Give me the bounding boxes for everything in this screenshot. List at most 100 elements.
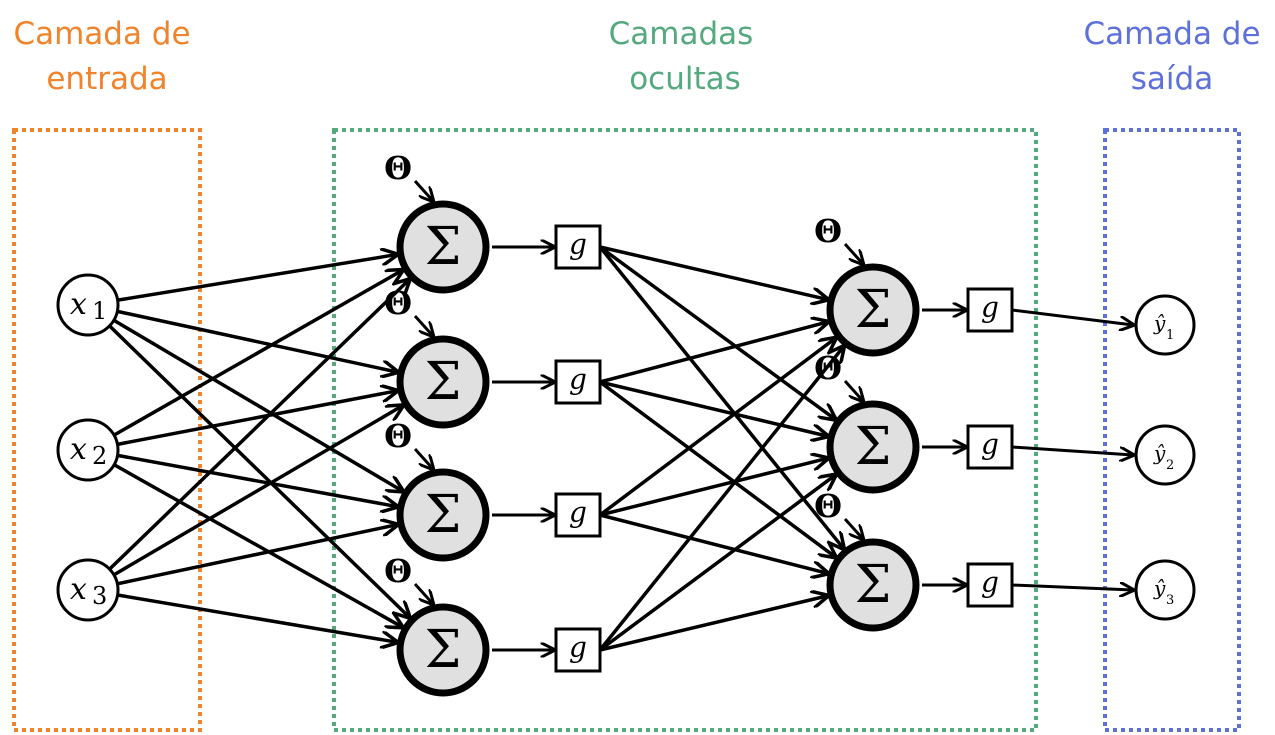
output-subscript: 1 xyxy=(1166,328,1174,343)
output-node-circle xyxy=(1134,559,1196,621)
bias-arrow xyxy=(413,582,433,604)
edge-hidden2-to-output xyxy=(1011,585,1133,590)
activation-box-rect xyxy=(554,627,602,673)
input-subscript: 3 xyxy=(92,582,107,610)
output-node: ŷ3 xyxy=(1134,559,1196,621)
bias-theta-label: Θ xyxy=(384,149,412,187)
edge-input-to-hidden1 xyxy=(112,406,403,577)
edge-input-to-hidden1 xyxy=(108,280,410,571)
bias-arrow xyxy=(413,447,433,469)
sum-neuron: ΘΣ xyxy=(384,149,490,294)
sum-node-circle xyxy=(396,468,490,562)
sigma-symbol: Σ xyxy=(855,417,892,477)
bias-theta-label: Θ xyxy=(814,349,842,387)
sum-node-circle xyxy=(826,400,920,494)
activation-g-label: g xyxy=(981,291,999,324)
edge-hidden1-to-hidden2 xyxy=(599,380,827,436)
activation-box: g xyxy=(966,424,1014,470)
edge-hidden2-to-output xyxy=(1011,445,1133,455)
edge-hidden1-to-hidden2 xyxy=(598,338,835,517)
activation-g-label: g xyxy=(569,228,587,261)
activation-box-rect xyxy=(554,359,602,405)
output-subscript: 2 xyxy=(1166,458,1174,473)
edge-input-to-hidden1 xyxy=(108,324,410,617)
connections xyxy=(108,245,1133,652)
input-subscript: 2 xyxy=(92,442,107,470)
edge-input-to-hidden1 xyxy=(116,525,397,586)
sigma-symbol: Σ xyxy=(425,485,462,545)
bias-theta-label: Θ xyxy=(384,284,412,322)
activation-box-rect xyxy=(966,562,1014,608)
output-variable: ŷ xyxy=(1153,576,1166,600)
input-variable: x xyxy=(70,287,87,322)
sum-neuron: ΘΣ xyxy=(384,284,490,429)
output-variable: ŷ xyxy=(1153,441,1166,465)
bias-theta-label: Θ xyxy=(814,487,842,525)
output-node-circle xyxy=(1134,294,1196,356)
sum-neuron: ΘΣ xyxy=(814,349,920,494)
sum-node-circle xyxy=(396,603,490,697)
activation-box: g xyxy=(966,562,1014,608)
activation-box: g xyxy=(554,224,602,270)
edge-hidden1-to-hidden2 xyxy=(599,322,828,384)
edge-input-to-hidden1 xyxy=(117,593,397,642)
activation-g-label: g xyxy=(981,566,999,599)
activation-box-rect xyxy=(966,287,1014,333)
edge-input-to-hidden1 xyxy=(113,270,402,437)
edge-input-to-hidden1 xyxy=(112,318,403,491)
bias-arrow xyxy=(413,314,433,336)
output-node: ŷ2 xyxy=(1134,424,1196,486)
activation-box: g xyxy=(966,287,1014,333)
output-layer-title-line1: Camada de xyxy=(1083,16,1260,52)
activation-box-rect xyxy=(554,224,602,270)
input-node-circle xyxy=(56,273,120,337)
bias-arrow xyxy=(843,517,863,539)
sum-neuron: ΘΣ xyxy=(384,417,490,562)
edge-hidden1-to-hidden2 xyxy=(599,458,827,517)
sigma-symbol: Σ xyxy=(425,620,462,680)
output-layer-box xyxy=(1103,128,1241,732)
sigma-symbol: Σ xyxy=(855,555,892,615)
output-layer-title-line2: saída xyxy=(1131,61,1213,97)
hidden-layers-title-line2: ocultas xyxy=(629,61,741,97)
bias-arrow xyxy=(413,179,433,201)
edge-hidden1-to-hidden2 xyxy=(598,380,835,557)
sum-node-circle xyxy=(826,263,920,357)
bias-arrow xyxy=(843,242,863,264)
sum-neuron: ΘΣ xyxy=(814,212,920,357)
input-layer-title-line1: Camada de xyxy=(13,16,190,52)
activation-g-label: g xyxy=(569,631,587,664)
output-node-circle xyxy=(1134,424,1196,486)
output-node: ŷ1 xyxy=(1134,294,1196,356)
input-subscript: 1 xyxy=(92,297,107,325)
activation-g-label: g xyxy=(569,496,587,529)
edge-hidden1-to-hidden2 xyxy=(599,245,827,299)
edge-input-to-hidden1 xyxy=(117,391,396,447)
output-variable: ŷ xyxy=(1153,311,1166,335)
bias-theta-label: Θ xyxy=(384,417,412,455)
activation-box: g xyxy=(554,627,602,673)
edge-hidden1-to-hidden2 xyxy=(598,475,835,652)
input-node-circle xyxy=(56,418,120,482)
activation-box-rect xyxy=(554,492,602,538)
output-subscript: 3 xyxy=(1166,593,1174,608)
activation-box: g xyxy=(554,359,602,405)
edge-input-to-hidden1 xyxy=(116,309,397,372)
bias-theta-label: Θ xyxy=(384,552,412,590)
activation-g-label: g xyxy=(569,363,587,396)
sum-node-circle xyxy=(396,335,490,429)
sum-neuron: ΘΣ xyxy=(384,552,490,697)
activation-box-rect xyxy=(966,424,1014,470)
edge-hidden1-to-hidden2 xyxy=(598,245,835,419)
edge-input-to-hidden1 xyxy=(117,453,397,506)
bias-theta-label: Θ xyxy=(814,212,842,250)
input-node-circle xyxy=(56,558,120,622)
sigma-symbol: Σ xyxy=(425,352,462,412)
edge-hidden2-to-output xyxy=(1011,308,1133,325)
bias-arrow xyxy=(843,379,863,401)
